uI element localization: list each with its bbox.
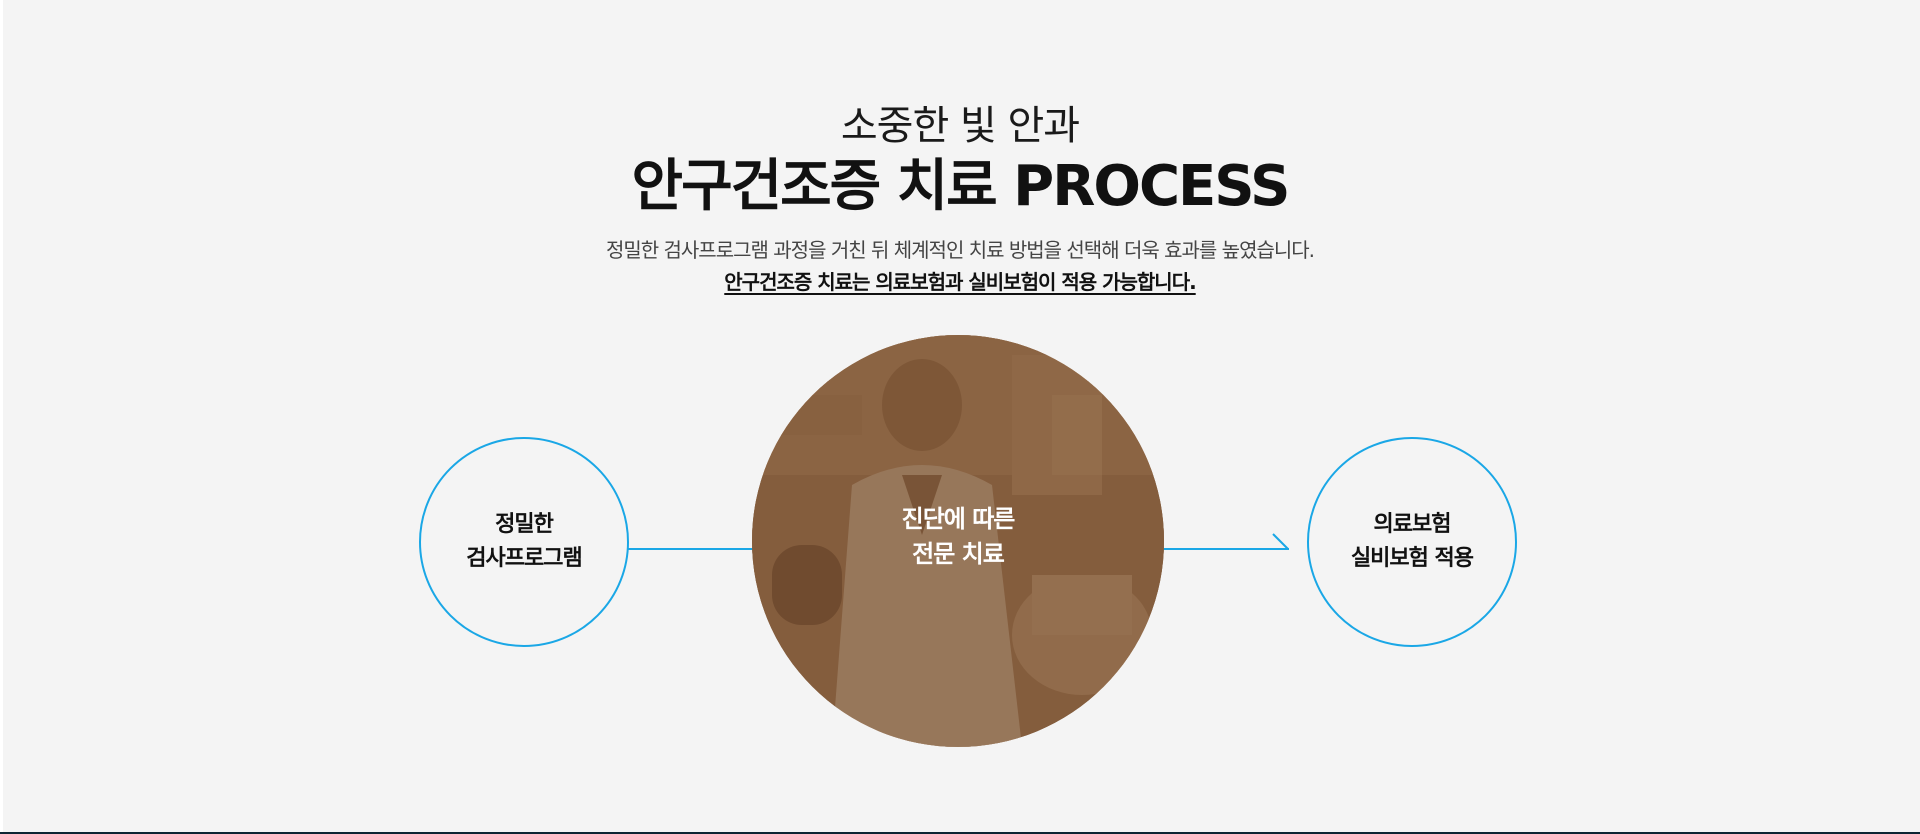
bottom-divider	[0, 832, 1920, 834]
section-title: 안구건조증 치료 PROCESS	[631, 154, 1291, 219]
process-step-exam-label: 정밀한 검사프로그램	[466, 512, 582, 571]
section-subtitle: 소중한 빛 안과	[840, 103, 1080, 149]
process-step-insurance: 의료보험 실비보험 적용	[1307, 437, 1517, 647]
section-description: 정밀한 검사프로그램 과정을 거친 뒤 체계적인 치료 방법을 선택해 더욱 효…	[605, 238, 1315, 262]
insurance-note-text: 안구건조증 치료는 의료보험과 실비보험이 적용 가능합니다.	[724, 270, 1196, 294]
section-heading: 소중한 빛 안과 안구건조증 치료 PROCESS	[0, 100, 1920, 220]
photo-overlay	[752, 335, 1164, 747]
process-step-exam: 정밀한 검사프로그램	[419, 437, 629, 647]
insurance-note: 안구건조증 치료는 의료보험과 실비보험이 적용 가능합니다.	[0, 268, 1920, 296]
process-step-treatment-label: 진단에 따른 전문 치료	[901, 505, 1016, 568]
left-edge-divider	[0, 0, 3, 834]
process-step-insurance-label: 의료보험 실비보험 적용	[1350, 512, 1474, 571]
process-step-treatment: 진단에 따른 전문 치료	[752, 335, 1164, 747]
